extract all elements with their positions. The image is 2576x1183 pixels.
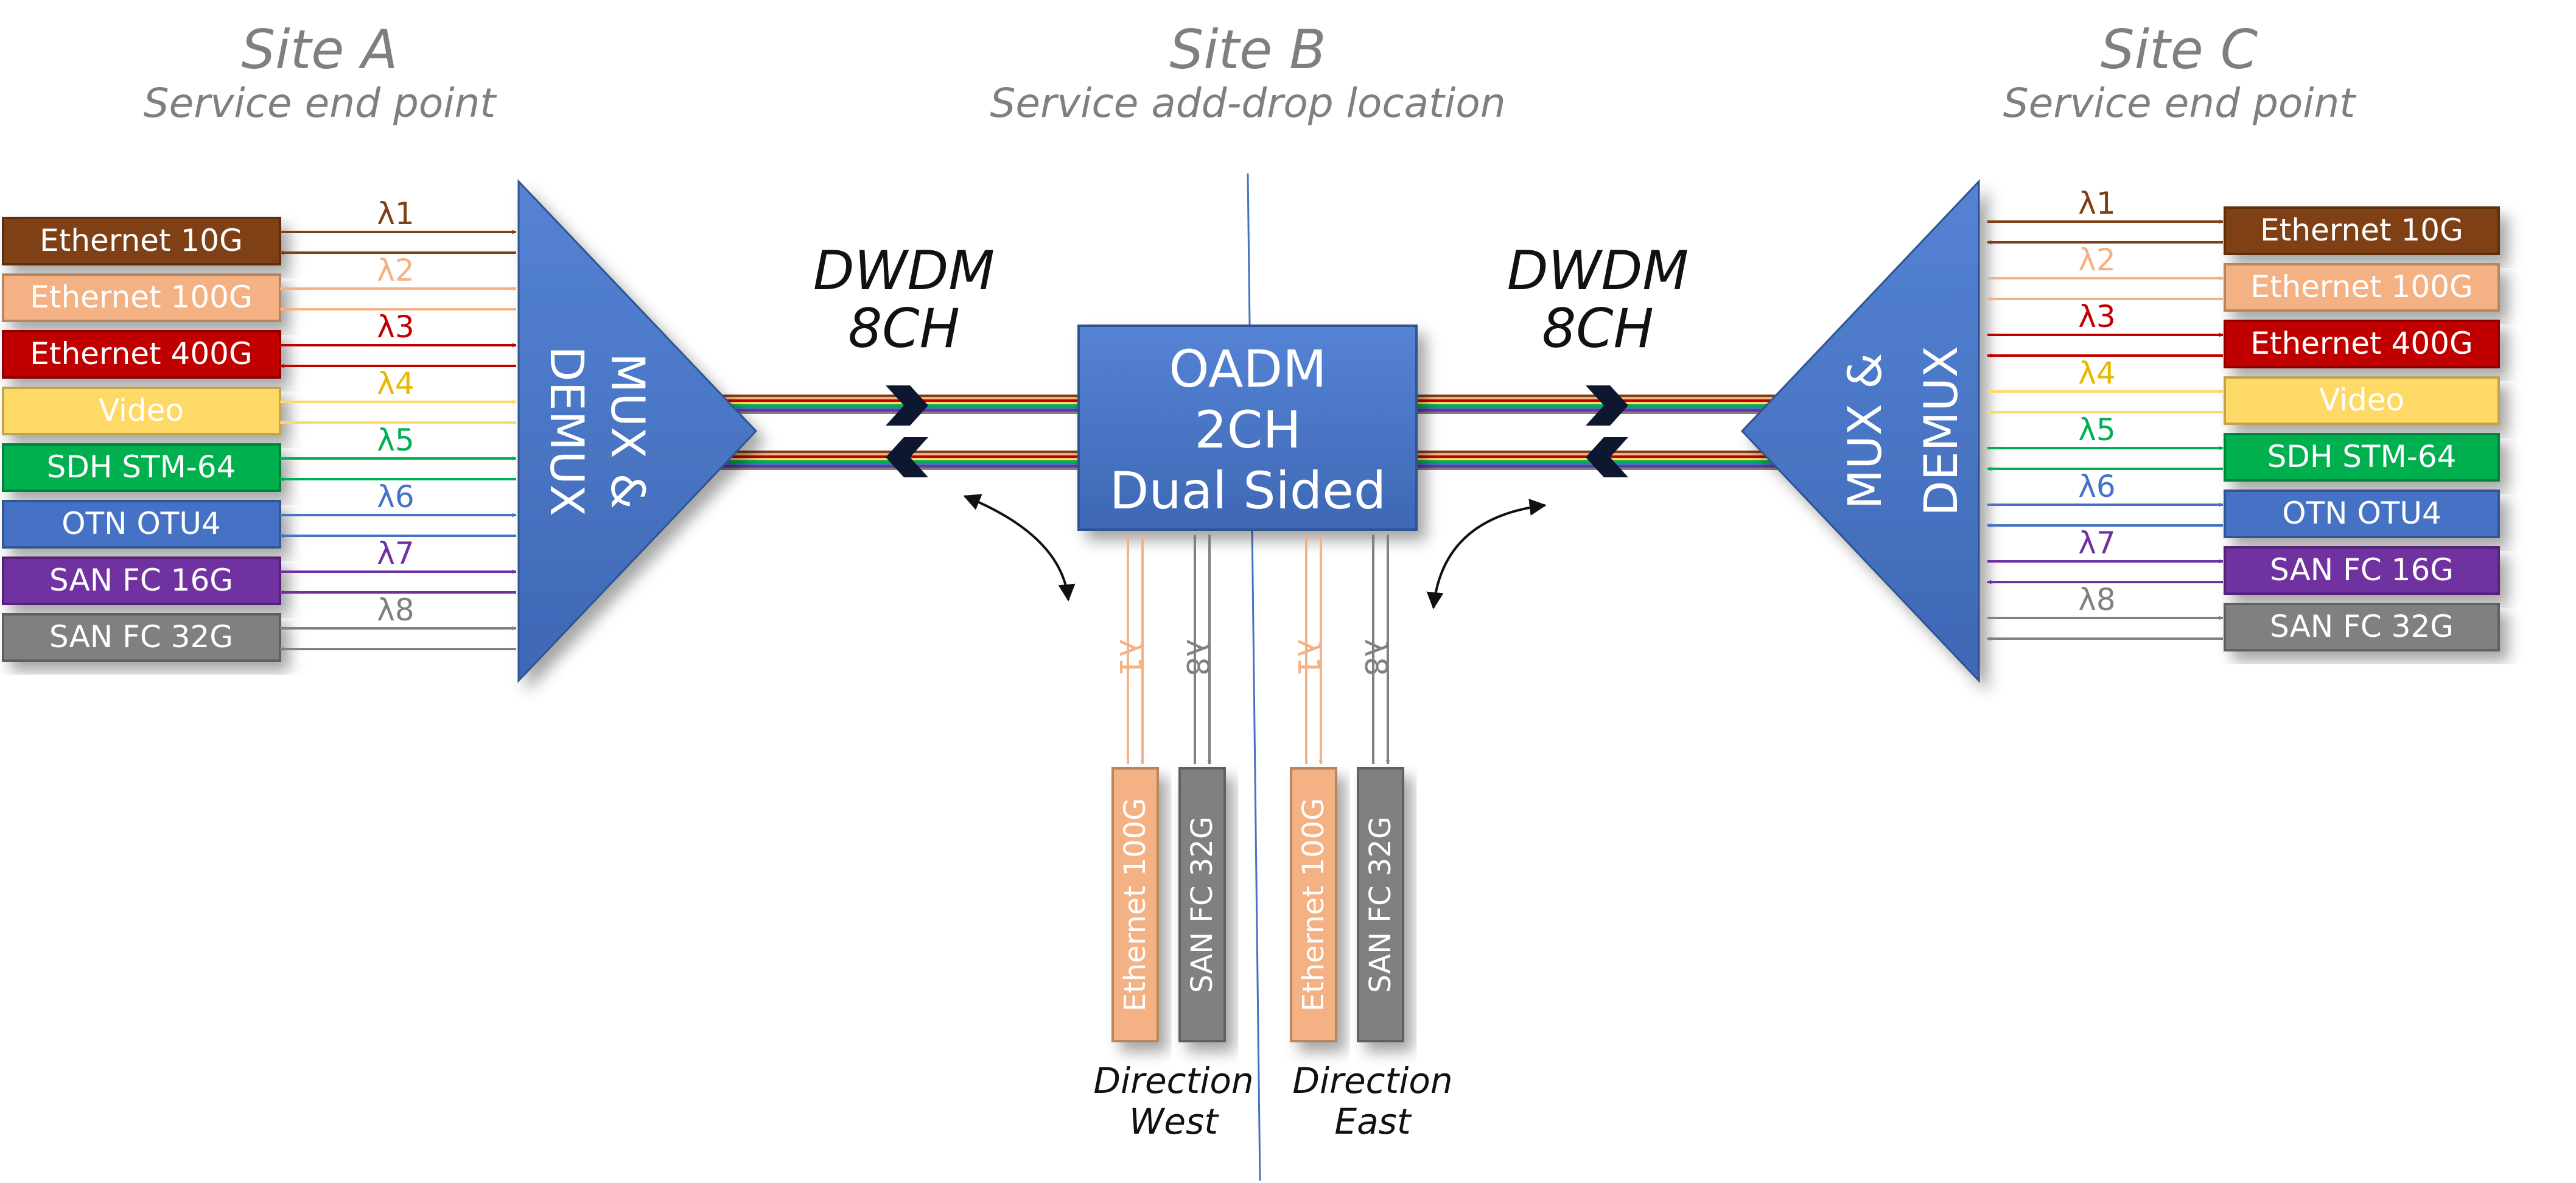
- service-label-c: SDH STM-64: [2267, 439, 2457, 474]
- service-box-a: [2, 613, 281, 662]
- site-b-title: Site B: [1169, 18, 1326, 81]
- drop-port-label: Ethernet 100G: [1118, 798, 1152, 1012]
- lambda-label-a: λ5: [377, 423, 414, 458]
- service-label-c: OTN OTU4: [2282, 496, 2441, 531]
- mux-a-label-1: MUX &: [601, 353, 655, 510]
- site-c-subtitle: Service end point: [2003, 80, 2357, 127]
- chevron-left-icon: [1586, 437, 1628, 477]
- lambda-label-a: λ3: [377, 309, 414, 345]
- service-label-c: SAN FC 32G: [2270, 609, 2454, 644]
- service-box-c: [2224, 206, 2500, 255]
- direction-east-label-2: East: [1334, 1101, 1412, 1142]
- service-label-a: SAN FC 32G: [49, 619, 233, 655]
- service-label-a: Ethernet 10G: [40, 223, 243, 258]
- mux-demux-site-c: [1740, 179, 1980, 683]
- service-box-a: [2, 443, 281, 492]
- drop-port-label: Ethernet 100G: [1297, 798, 1331, 1012]
- site-a-subtitle: Service end point: [144, 80, 497, 127]
- service-box-a: [2, 330, 281, 379]
- oadm-label-3: Dual Sided: [1110, 461, 1386, 521]
- service-box-a: [2, 217, 281, 265]
- service-label-a: SDH STM-64: [47, 449, 236, 485]
- lambda-label-a: λ2: [377, 253, 414, 288]
- lambda-label-c: λ1: [2078, 186, 2115, 221]
- drop-port-label: SAN FC 32G: [1363, 816, 1398, 993]
- service-box-c: [2224, 320, 2500, 368]
- service-box-a: [2, 273, 281, 322]
- lambda-label-c: λ7: [2078, 525, 2115, 561]
- lambda-label-a: λ6: [377, 479, 414, 514]
- chevron-left-icon: [886, 437, 928, 477]
- service-box-a: [2, 556, 281, 605]
- service-box-a: [2, 387, 281, 435]
- drop-lambda-label: λ1: [1113, 639, 1148, 676]
- dwdm-west-label-1: DWDM: [813, 239, 995, 302]
- service-label-c: Ethernet 400G: [2250, 326, 2473, 361]
- dwdm-west-label-2: 8CH: [848, 297, 960, 360]
- service-box-c: [2224, 490, 2500, 538]
- chevron-right-icon: [1586, 385, 1628, 426]
- mux-demux-site-a: [517, 179, 758, 683]
- drop-lambda-label: λ8: [1180, 639, 1215, 676]
- dwdm-east-label-1: DWDM: [1507, 239, 1689, 302]
- drop-lambda-label: λ1: [1291, 639, 1326, 676]
- drop-port-box: [1290, 767, 1337, 1042]
- drop-lambda-label: λ8: [1358, 639, 1393, 676]
- drop-port-box: [1357, 767, 1404, 1042]
- lambda-label-c: λ6: [2078, 469, 2115, 504]
- service-label-c: SAN FC 16G: [2270, 552, 2454, 588]
- oadm-label-2: 2CH: [1194, 400, 1301, 460]
- service-box-c: [2224, 433, 2500, 482]
- service-box-c: [2224, 376, 2500, 425]
- service-label-a: OTN OTU4: [61, 506, 221, 541]
- curved-double-arrow-icon: [1426, 499, 1547, 609]
- service-label-c: Ethernet 100G: [2250, 269, 2473, 304]
- service-box-c: [2224, 603, 2500, 651]
- direction-east-label-1: Direction: [1292, 1060, 1452, 1101]
- drop-port-label: SAN FC 32G: [1185, 816, 1219, 993]
- oadm-label-1: OADM: [1169, 339, 1326, 399]
- curved-double-arrow-icon: [963, 494, 1076, 602]
- direction-west-label-1: Direction: [1093, 1060, 1253, 1101]
- service-box-c: [2224, 546, 2500, 595]
- lambda-label-a: λ1: [377, 196, 414, 231]
- dwdm-east-label-2: 8CH: [1542, 297, 1654, 360]
- site-b-subtitle: Service add-drop location: [990, 80, 1505, 127]
- service-box-c: [2224, 263, 2500, 312]
- lambda-label-c: λ8: [2078, 582, 2115, 617]
- drop-port-box: [1178, 767, 1226, 1042]
- oadm-block: [1077, 325, 1418, 531]
- service-label-c: Ethernet 10G: [2260, 212, 2463, 248]
- lambda-label-c: λ5: [2078, 412, 2115, 448]
- service-label-c: Video: [2319, 382, 2404, 418]
- lambda-label-a: λ4: [377, 366, 414, 401]
- lambda-label-a: λ8: [377, 592, 414, 628]
- mux-c-label-2: DEMUX: [1914, 346, 1968, 516]
- service-label-a: SAN FC 16G: [49, 563, 233, 598]
- site-c-title: Site C: [2101, 18, 2258, 81]
- lambda-label-c: λ4: [2078, 356, 2115, 391]
- service-label-a: Ethernet 100G: [30, 279, 252, 315]
- drop-port-box: [1111, 767, 1159, 1042]
- service-label-a: Ethernet 400G: [30, 336, 252, 371]
- direction-west-label-2: West: [1129, 1101, 1219, 1142]
- lambda-label-c: λ3: [2078, 299, 2115, 334]
- lambda-label-c: λ2: [2078, 242, 2115, 278]
- service-label-a: Video: [99, 393, 184, 428]
- lambda-label-a: λ7: [377, 536, 414, 571]
- mux-a-label-2: DEMUX: [540, 346, 594, 516]
- site-a-title: Site A: [241, 18, 397, 81]
- chevron-right-icon: [886, 385, 928, 426]
- service-box-a: [2, 500, 281, 549]
- mux-c-label-1: MUX &: [1838, 353, 1892, 510]
